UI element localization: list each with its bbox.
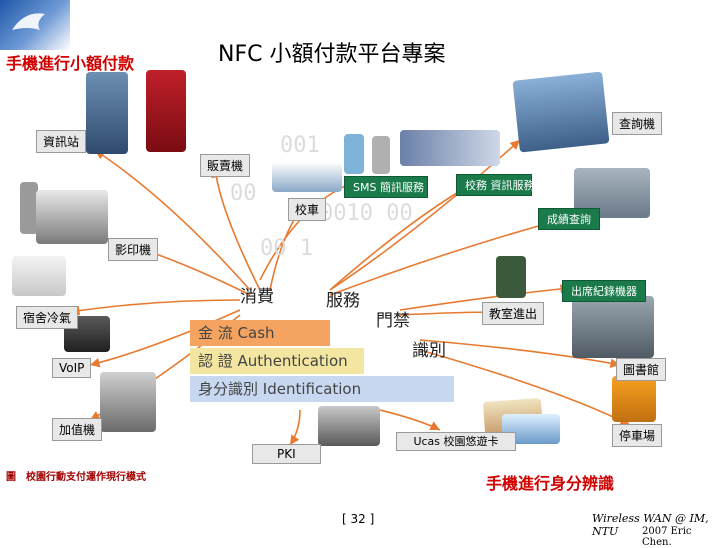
node-query-machine: 查詢機 bbox=[612, 112, 663, 135]
dove-icon bbox=[12, 13, 45, 30]
figure-caption: 圖 校園行動支付運作現行模式 bbox=[6, 472, 146, 483]
keys-image bbox=[318, 406, 380, 446]
svg-text:00 1: 00 1 bbox=[260, 236, 313, 261]
band-cash: 金 流 Cash bbox=[190, 320, 330, 346]
node-campus-card: Ucas 校園悠遊卡 bbox=[396, 432, 516, 451]
label-service: 服務 bbox=[326, 291, 360, 311]
pos-stand-image bbox=[20, 182, 38, 234]
parking-gate-image bbox=[612, 376, 656, 422]
air-conditioner-image bbox=[12, 256, 66, 296]
vending-machine-image bbox=[146, 70, 186, 152]
credit-line-1: Wireless WAN @ IM, NTU bbox=[592, 512, 709, 538]
node-topup-machine: 加值機 bbox=[52, 418, 103, 441]
binary-watermark: 001 00 0010 00 00 1 0010 bbox=[230, 133, 413, 261]
query-terminal-image bbox=[512, 71, 610, 153]
node-copier: 影印機 bbox=[108, 238, 159, 261]
label-access: 門禁 bbox=[376, 311, 410, 331]
page-title: NFC 小額付款平台專案 bbox=[218, 42, 446, 67]
svg-text:00: 00 bbox=[230, 181, 257, 206]
node-library: 圖書館 bbox=[616, 358, 667, 381]
node-pki: PKI bbox=[252, 444, 321, 464]
svg-text:0010 00: 0010 00 bbox=[320, 201, 413, 226]
node-school-bus: 校車 bbox=[288, 198, 327, 221]
node-info-kiosk: 資訊站 bbox=[36, 130, 87, 153]
left-heading: 手機進行小額付款 bbox=[6, 54, 135, 73]
copier-image bbox=[36, 190, 108, 244]
attendance-reader-image bbox=[496, 256, 526, 298]
node-vending-machine: 販賣機 bbox=[200, 154, 251, 177]
node-sms-service: SMS 簡訊服務 bbox=[344, 176, 428, 198]
node-parking: 停車場 bbox=[612, 424, 663, 447]
label-consume: 消費 bbox=[240, 287, 274, 307]
node-attendance: 出席紀錄機器 bbox=[562, 280, 646, 302]
phone-image-2 bbox=[372, 136, 390, 174]
corner-logo bbox=[0, 0, 70, 50]
page-number: [ 32 ] bbox=[342, 512, 375, 526]
phone-image bbox=[344, 134, 364, 174]
node-grade-query: 成績查詢 bbox=[538, 208, 600, 230]
label-identify: 識別 bbox=[412, 341, 446, 361]
node-campus-info: 校務 資訊服務 bbox=[456, 174, 535, 196]
node-voip: VoIP bbox=[52, 358, 92, 378]
door-reader-image bbox=[572, 296, 654, 358]
band-authentication: 認 證 Authentication bbox=[190, 348, 364, 374]
band-identification: 身分識別 Identification bbox=[190, 376, 454, 402]
svg-text:001: 001 bbox=[280, 133, 320, 158]
topup-machine-image bbox=[100, 372, 156, 432]
node-dorm-ac: 宿舍冷氣 bbox=[16, 306, 79, 329]
right-heading: 手機進行身分辨識 bbox=[486, 474, 615, 493]
kiosk-image bbox=[86, 72, 128, 154]
credit-line-2: 2007 Eric Chen. bbox=[642, 526, 692, 548]
node-classroom-access: 教室進出 bbox=[482, 302, 545, 325]
bus-image bbox=[272, 162, 342, 192]
phone-lineup-image bbox=[400, 130, 500, 166]
